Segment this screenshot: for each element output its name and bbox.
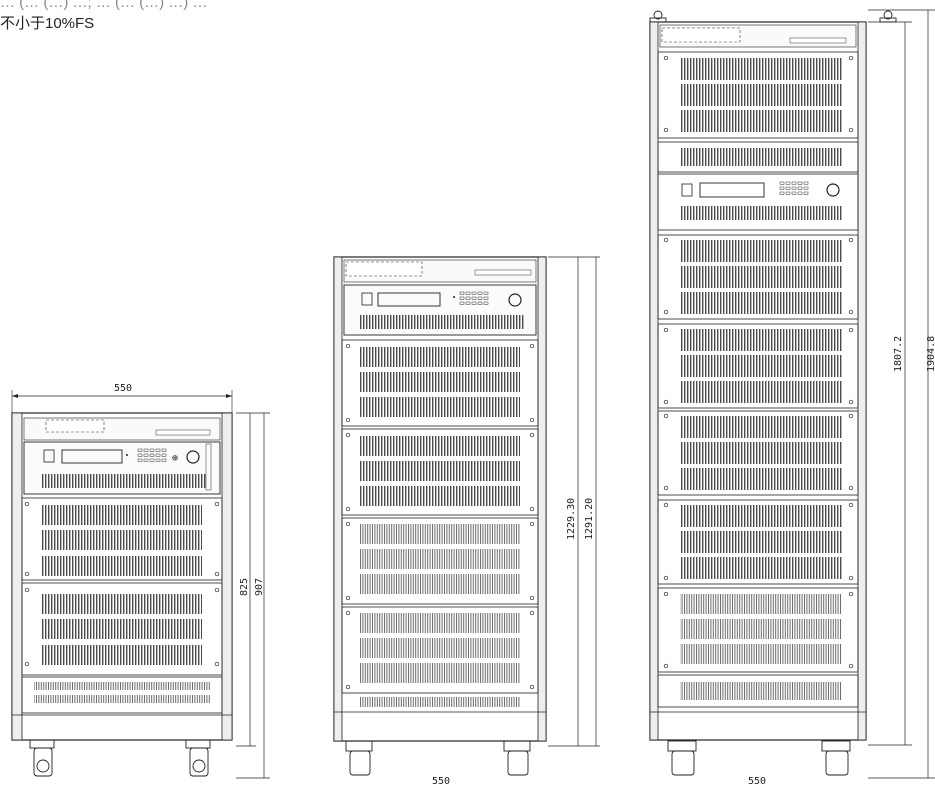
tall-cabinet-outer-height-label: 1904.8 bbox=[926, 336, 935, 372]
small-cabinet-inner-height-label: 825 bbox=[239, 578, 250, 596]
small-cabinet-width-label: 550 bbox=[114, 383, 132, 394]
small-cabinet: 550 ⊕ bbox=[11, 383, 270, 779]
small-caster-left bbox=[29, 739, 55, 777]
medium-cabinet: 550 1229.30 1291.20 bbox=[333, 256, 600, 785]
medium-cabinet-width-label: 550 bbox=[432, 776, 450, 785]
medium-cabinet-inner-height-label: 1229.30 bbox=[566, 498, 577, 540]
small-cabinet-width-dimension: 550 bbox=[11, 383, 233, 420]
tall-cabinet-width-label: 550 bbox=[748, 776, 766, 785]
small-keypad-symbol: ⊕ bbox=[172, 453, 178, 464]
medium-cabinet-outer-height-label: 1291.20 bbox=[584, 498, 595, 540]
small-knob bbox=[186, 450, 200, 464]
header-line-2: 不小于10%FS bbox=[0, 15, 95, 32]
tall-cabinet: 550 1807.2 1904.8 bbox=[649, 9, 935, 785]
tall-cabinet-inner-height-label: 1807.2 bbox=[893, 336, 904, 372]
small-caster-right bbox=[185, 739, 211, 777]
header-line-1: … (… (…) …; … (… (…) …) … bbox=[0, 0, 208, 11]
small-cabinet-outer-height-label: 907 bbox=[254, 578, 265, 596]
small-cabinet-height-dimensions bbox=[236, 412, 270, 779]
